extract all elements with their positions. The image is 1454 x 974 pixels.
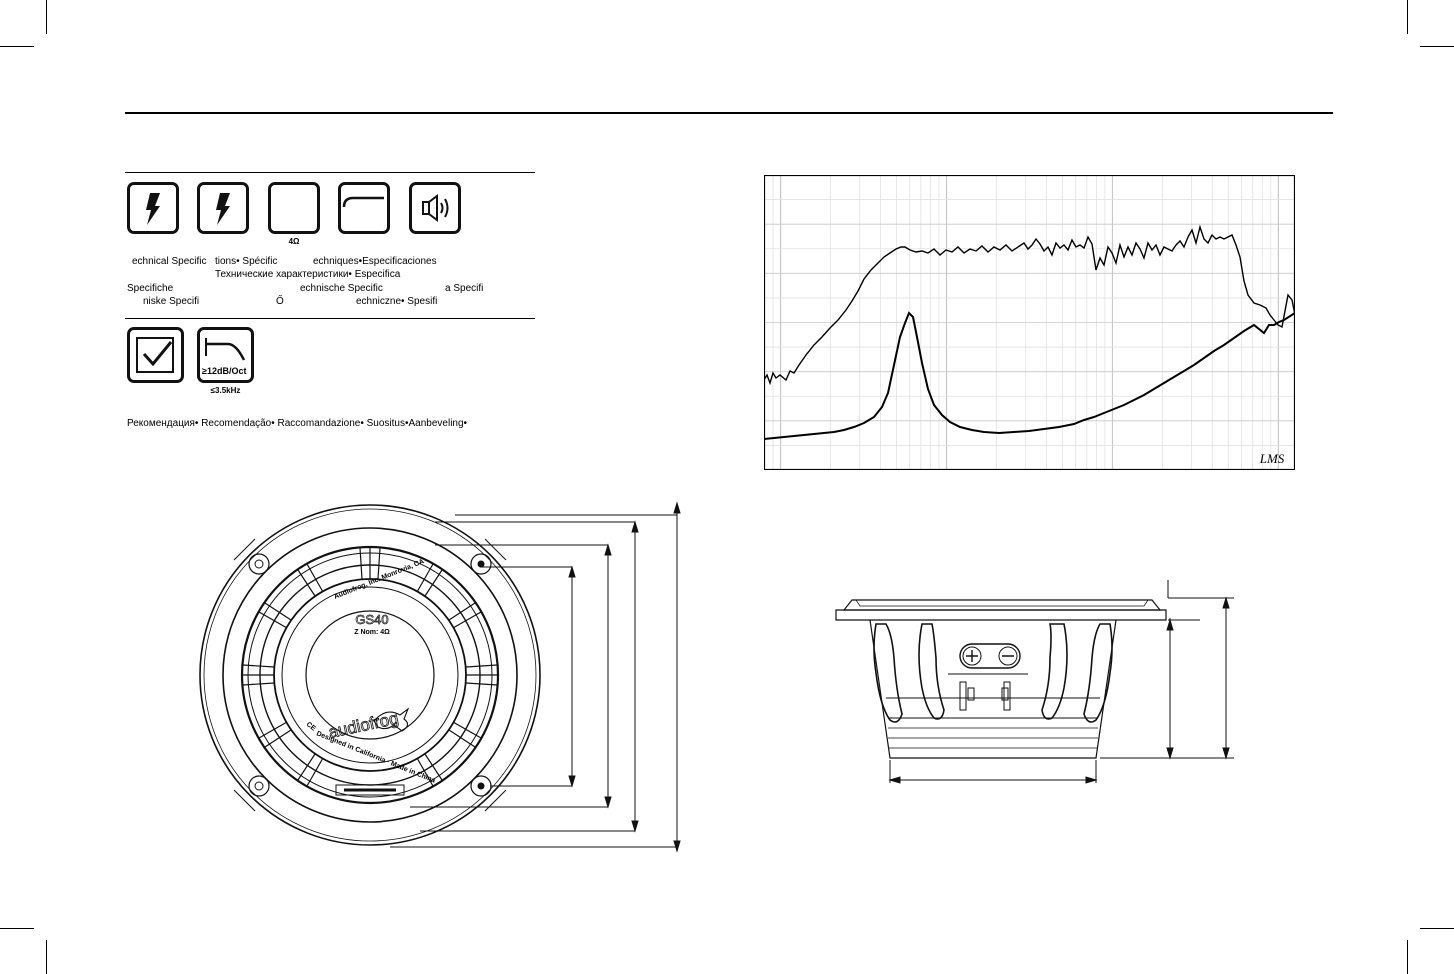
speaker-side-drawing <box>835 580 1234 784</box>
crop-mark <box>46 940 47 974</box>
lightning-icon <box>127 182 179 234</box>
impedance-curve <box>764 311 1295 440</box>
crop-mark <box>0 928 34 929</box>
spec-line-3b: echnische Specific <box>300 283 383 294</box>
lightning-icon <box>197 182 249 234</box>
crop-mark <box>0 46 34 47</box>
speaker-impedance: Z Nom: 4Ω <box>354 629 390 636</box>
speaker-front-drawing: Audiofrog, Inc. Monrovia, CA GS40 Z Nom:… <box>199 501 681 853</box>
spec-line-4c: echniczne• Spesifi <box>356 296 438 307</box>
spec-line-4a: niske Specifi <box>143 296 200 307</box>
speaker-model: GS40 <box>355 612 388 627</box>
spec-line-1c: echniques•Especificaciones <box>313 256 437 267</box>
section-rule <box>125 318 535 319</box>
speaker-ce-mark: CE <box>305 721 317 733</box>
speaker-sound-icon <box>409 182 461 234</box>
spec-line-3c: a Specifi <box>445 283 484 294</box>
checkmark-icon <box>127 327 184 383</box>
filter-slope-label: ≥12dB/Oct <box>202 366 247 376</box>
spec-line-3a: Specifiche <box>127 283 174 294</box>
frog-logo-icon <box>373 707 410 732</box>
graph-watermark: LMS <box>1259 451 1285 466</box>
blank-divided-icon <box>338 182 390 234</box>
recommendation-line: Рекомендация• Recomendação• Raccomandazi… <box>127 418 468 429</box>
blank-square-icon <box>268 182 320 234</box>
speaker-logo-text: audiofrog <box>327 709 400 742</box>
frequency-response-graph: LMS <box>764 175 1295 470</box>
header-rule <box>125 112 1333 114</box>
crop-mark <box>46 0 47 34</box>
lowpass-filter-icon: ≥12dB/Oct <box>197 327 254 383</box>
spec-line-2: Технические характеристики• Especifica <box>215 269 401 280</box>
impedance-label: 4Ω <box>288 237 300 246</box>
section-rule <box>125 172 535 173</box>
spec-line-4b: Ő <box>276 296 284 307</box>
crop-mark <box>1420 46 1454 47</box>
frequency-response-curve <box>764 224 1295 386</box>
spec-line-1a: echnical Specific <box>132 256 207 267</box>
crop-mark <box>1420 928 1454 929</box>
crossover-frequency-label: ≤3.5kHz <box>210 386 241 395</box>
spec-line-1b: tions• Spécific <box>215 256 278 267</box>
crop-mark <box>1407 0 1408 34</box>
crop-mark <box>1407 940 1408 974</box>
